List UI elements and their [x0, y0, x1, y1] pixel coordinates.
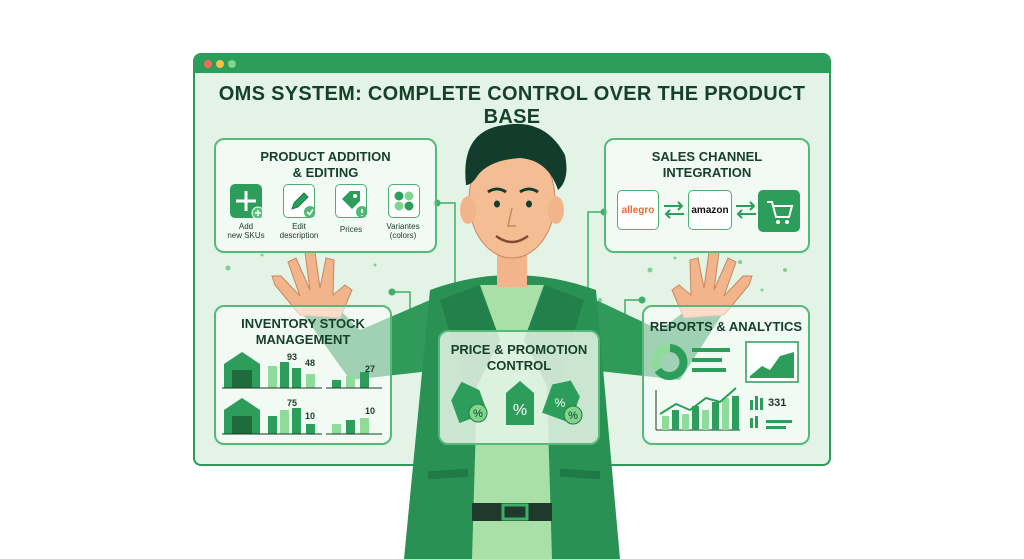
inventory-card-title-2: MANAGEMENT [255, 332, 351, 347]
stock-value-2: 48 [305, 358, 316, 368]
left-eye [494, 200, 500, 208]
window-title-bar [195, 55, 829, 73]
edit-description-label-2: description [279, 231, 319, 240]
allegro-logo[interactable]: allegro [617, 190, 659, 230]
page-title: OMS SYSTEM: COMPLETE CONTROL OVER THE PR… [218, 83, 806, 128]
belt-buckle [501, 503, 529, 521]
hair [465, 123, 567, 190]
maximize-dot-icon[interactable] [228, 60, 236, 68]
inventory-card-title-1: INVENTORY STOCK [241, 316, 365, 331]
belt [472, 503, 552, 521]
add-sku-tile[interactable] [230, 184, 265, 220]
donut-chart-icon [652, 344, 688, 380]
variants-label-1: Variantes [386, 222, 420, 231]
variants-tile[interactable] [388, 184, 420, 218]
add-sku-label-2: new SKUs [227, 231, 265, 240]
inventory-bars [222, 352, 382, 435]
prices-tile[interactable] [335, 184, 368, 218]
plus-icon [236, 191, 265, 220]
allegro-text: allegro [621, 204, 655, 216]
warehouse-icon [224, 352, 260, 388]
color-dots-icon [394, 191, 414, 211]
analytics-charts [652, 341, 799, 431]
svg-text:%: % [473, 408, 483, 420]
sync-arrows-icon [664, 201, 684, 219]
pencil-icon [291, 192, 316, 218]
add-sku-label-1: Add [238, 222, 254, 231]
stock-value-5: 10 [305, 411, 316, 421]
report-value: 331 [768, 397, 787, 409]
product-card-title-1: PRODUCT ADDITION [260, 149, 391, 164]
svg-text:%: % [568, 410, 578, 422]
sales-card-title-2: INTEGRATION [662, 165, 752, 180]
amazon-logo[interactable]: amazon [688, 190, 732, 230]
sync-arrows-icon-2 [736, 201, 756, 219]
close-dot-icon[interactable] [204, 60, 212, 68]
prices-label: Prices [339, 225, 363, 234]
neck [497, 255, 527, 287]
reports-card-title: REPORTS & ANALYTICS [649, 319, 803, 334]
shop-cart-tile[interactable] [758, 190, 800, 232]
discount-tags: % % % % [451, 380, 583, 425]
stock-value-3: 27 [365, 364, 376, 374]
right-eye [526, 200, 532, 208]
edit-description-tile[interactable] [283, 184, 316, 218]
price-tag-icon [342, 191, 368, 218]
warehouse-icon-2 [224, 398, 260, 434]
percent-tag-icon-3: % % [542, 380, 583, 425]
bar-chart-icon [655, 387, 740, 431]
variants-label-2: (colors) [389, 231, 417, 240]
line-chart-icon [745, 341, 799, 383]
edit-description-label-1: Edit [292, 222, 306, 231]
sales-card-title-1: SALES CHANNEL [651, 149, 763, 164]
minimize-dot-icon[interactable] [216, 60, 224, 68]
product-card-title-2: & EDITING [292, 165, 359, 180]
percent-tag-icon: % [451, 381, 488, 423]
smile [495, 234, 529, 244]
price-card-title-2: CONTROL [486, 358, 552, 373]
stock-value-1: 93 [287, 352, 298, 362]
shopping-cart-icon [767, 201, 794, 224]
amazon-text: amazon [691, 204, 729, 216]
stock-value-4: 75 [287, 398, 298, 408]
stock-value-6: 10 [365, 406, 376, 416]
percent-tag-icon-2: % [506, 381, 534, 425]
svg-text:%: % [513, 402, 527, 419]
price-card-title-1: PRICE & PROMOTION [450, 342, 588, 357]
svg-text:%: % [555, 396, 566, 410]
